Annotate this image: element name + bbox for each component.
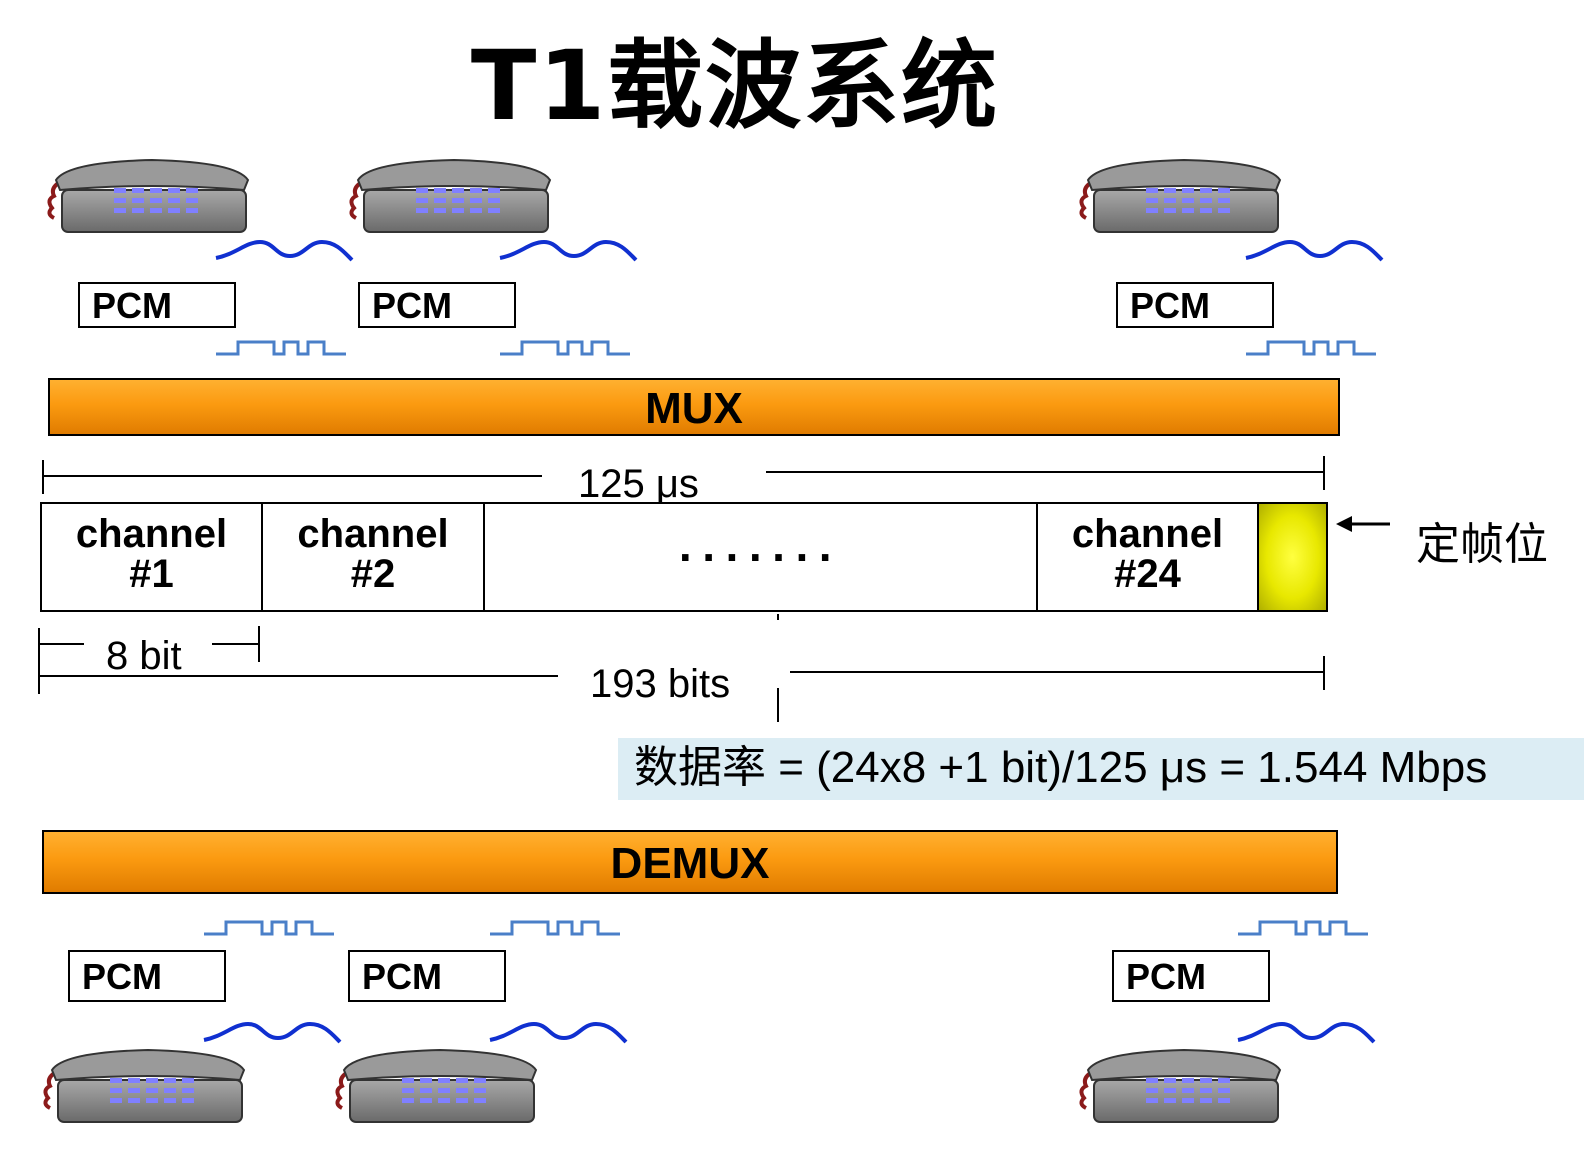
- total-bits-span: [39, 614, 1325, 722]
- digital-pulse-icon: [214, 340, 348, 356]
- digital-pulse-icon: [1236, 920, 1370, 936]
- pcm-encoder-box: PCM: [1116, 282, 1274, 328]
- pcm-decoder-box: PCM: [348, 950, 506, 1002]
- channel-bits-label: 8 bit: [106, 634, 182, 678]
- analog-wave-icon: [1236, 1022, 1376, 1044]
- channel-slot: channel #24: [1038, 504, 1259, 610]
- diagram-title: T1载波系统: [470, 30, 1000, 142]
- analog-wave-icon: [498, 240, 638, 262]
- telephone-icon: [335, 1048, 538, 1124]
- channel-number: #2: [350, 552, 396, 596]
- left-arrow-icon: [1336, 516, 1390, 532]
- mux-bar: MUX: [48, 378, 1340, 436]
- pcm-decoder-box: PCM: [1112, 950, 1270, 1002]
- channel-number: #1: [129, 552, 174, 596]
- telephone-icon: [349, 158, 552, 234]
- digital-pulse-icon: [1244, 340, 1378, 356]
- duration-label: 125 μs: [578, 462, 699, 506]
- telephone-icon: [43, 1048, 246, 1124]
- total-bits-label: 193 bits: [590, 662, 731, 706]
- channel-name: channel: [297, 512, 449, 556]
- digital-pulse-icon: [488, 920, 622, 936]
- analog-wave-icon: [1244, 240, 1384, 262]
- duration-span: [42, 456, 1325, 494]
- channel-number: #24: [1114, 552, 1181, 596]
- telephone-icon: [1079, 158, 1282, 234]
- channel-name: channel: [1071, 512, 1224, 556]
- channel-bits-span: [38, 626, 260, 694]
- analog-wave-icon: [214, 240, 354, 262]
- digital-pulse-icon: [498, 340, 632, 356]
- analog-wave-icon: [488, 1022, 628, 1044]
- framing-bit-label: 定帧位: [1416, 519, 1548, 570]
- pcm-decoder-box: PCM: [68, 950, 226, 1002]
- t1-frame: channel #1 channel #2 ······· channel #2…: [40, 502, 1328, 612]
- pcm-encoder-box: PCM: [78, 282, 236, 328]
- demux-bar: DEMUX: [42, 830, 1338, 894]
- channel-name: channel: [75, 512, 228, 556]
- telephone-icon: [1079, 1048, 1282, 1124]
- channel-slot: channel #1: [42, 504, 263, 610]
- data-rate-formula: 数据率 = (24x8 +1 bit)/125 μs = 1.544 Mbps: [618, 738, 1584, 800]
- analog-wave-icon: [202, 1022, 342, 1044]
- telephone-icon: [47, 158, 250, 234]
- channel-slot: channel #2: [263, 504, 485, 610]
- framing-bit: [1259, 504, 1326, 610]
- pcm-encoder-box: PCM: [358, 282, 516, 328]
- digital-pulse-icon: [202, 920, 336, 936]
- frame-ellipsis: ·······: [485, 504, 1038, 610]
